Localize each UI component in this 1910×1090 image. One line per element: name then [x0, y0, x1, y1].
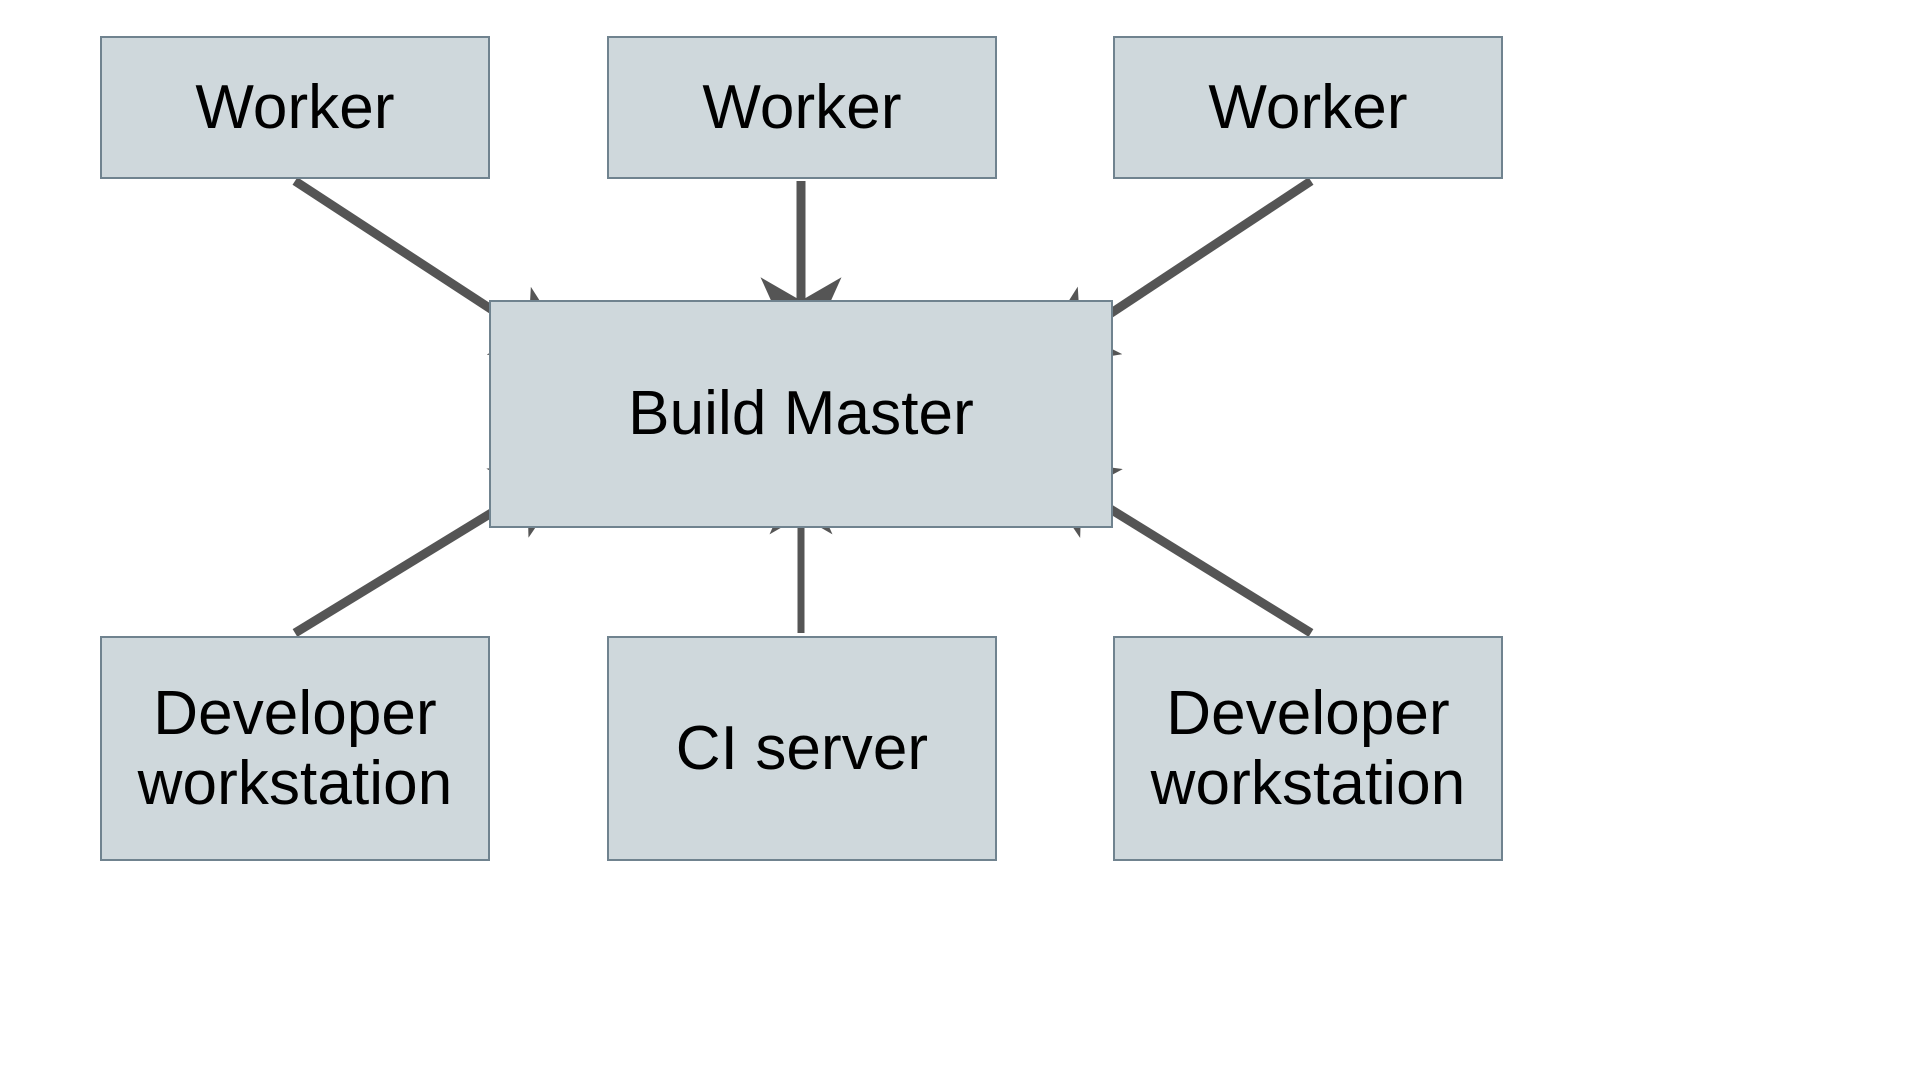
node-label: Build Master — [628, 379, 974, 449]
node-label: Worker — [1208, 72, 1408, 142]
node-label: Worker — [195, 72, 395, 142]
node-worker-2[interactable]: Worker — [607, 36, 997, 179]
node-developer-workstation-left[interactable]: Developer workstation — [100, 636, 490, 861]
node-developer-workstation-right[interactable]: Developer workstation — [1113, 636, 1503, 861]
node-ci-server[interactable]: CI server — [607, 636, 997, 861]
node-label: Developer workstation — [1150, 679, 1466, 818]
node-label: Developer workstation — [137, 679, 453, 818]
node-worker-1[interactable]: Worker — [100, 36, 490, 179]
node-worker-3[interactable]: Worker — [1113, 36, 1503, 179]
node-build-master[interactable]: Build Master — [489, 300, 1113, 528]
node-label: CI server — [675, 713, 929, 783]
node-label: Worker — [702, 72, 902, 142]
